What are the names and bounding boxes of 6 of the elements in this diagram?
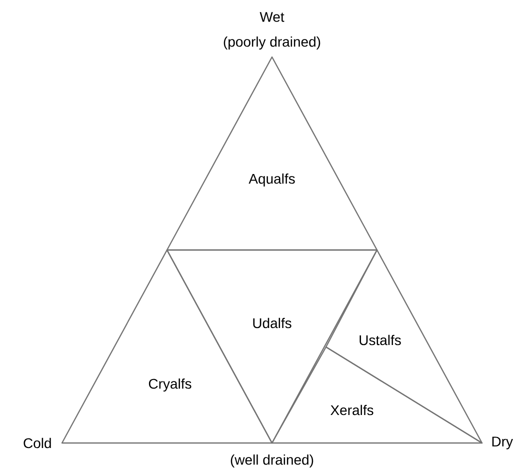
axis-label: (well drained) [230, 454, 314, 468]
axis-label: Dry [492, 436, 513, 450]
axis-label: Wet [260, 12, 284, 22]
region: Xeralfs [271, 346, 483, 444]
axis-label: Cold [24, 438, 51, 448]
region: Aqualfs [166, 56, 378, 251]
